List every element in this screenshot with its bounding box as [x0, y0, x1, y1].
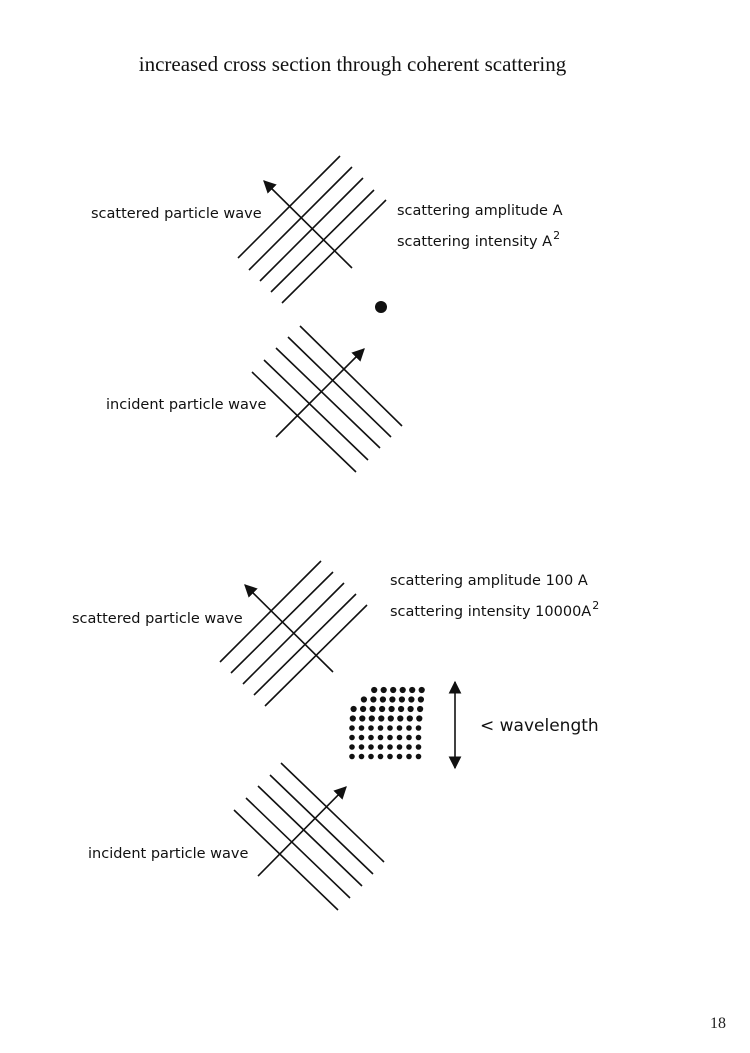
- lattice-scatterer: [399, 686, 406, 694]
- intensity-text-coherent: scattering intensity 10000A: [390, 604, 592, 620]
- lattice-scatterer: [415, 753, 422, 760]
- lattice-scatterer: [387, 725, 393, 731]
- intensity-label-single: scattering intensity A2: [397, 230, 560, 250]
- single-scatterer: [375, 301, 387, 313]
- lattice-scatterer: [377, 753, 384, 760]
- scattered-wavefronts-single: [237, 155, 387, 304]
- lattice-scatterer: [418, 686, 425, 694]
- scattered-wave-label-single: scattered particle wave: [91, 206, 262, 222]
- lattice-scatterer: [360, 705, 367, 713]
- amplitude-label-coherent: scattering amplitude 100 A: [390, 573, 588, 589]
- intensity-exponent-coherent: 2: [592, 599, 600, 612]
- scattered-direction-arrow-single: [263, 180, 353, 269]
- lattice-scatterer: [349, 725, 355, 731]
- incident-direction-arrow-coherent: [257, 786, 347, 877]
- lattice-scatterer: [387, 734, 393, 741]
- intensity-exponent-single: 2: [553, 229, 561, 242]
- lattice-scatterer: [371, 686, 378, 694]
- incident-wavefronts-single: [251, 325, 403, 473]
- lattice-scatterer: [360, 696, 367, 703]
- lattice-scatterer: [406, 734, 412, 741]
- lattice-scatterer: [415, 734, 422, 741]
- intensity-text-single: scattering intensity A: [397, 234, 553, 250]
- lattice-scatterer: [379, 705, 386, 713]
- lattice-scatterer: [369, 705, 376, 713]
- lattice-scatterer: [416, 715, 423, 722]
- lattice-scatterer: [406, 753, 412, 760]
- lattice-scatterer: [349, 715, 356, 722]
- page-number: 18: [710, 1015, 726, 1032]
- lattice-scatterer: [417, 696, 424, 703]
- lattice-scatterer: [368, 753, 374, 760]
- lattice-scatterer: [397, 715, 404, 722]
- intensity-label-coherent: scattering intensity 10000A2: [390, 600, 599, 620]
- lattice-scatterer: [417, 705, 424, 713]
- lattice-scatterer: [350, 705, 357, 713]
- incident-wave-label-single: incident particle wave: [106, 397, 267, 413]
- lattice-scatterer: [406, 744, 412, 750]
- lattice-scatterer: [389, 696, 396, 703]
- lattice-scatterer: [377, 725, 384, 731]
- lattice-scatterer: [379, 696, 386, 703]
- lattice-scatterer: [398, 705, 405, 713]
- lattice-scatterer: [349, 744, 355, 750]
- incident-wavefronts-coherent: [233, 762, 385, 911]
- lattice-scatterer: [358, 744, 365, 750]
- scatterer-lattice: [349, 686, 425, 760]
- lattice-scatterer: [349, 734, 355, 741]
- incident-wave-label-coherent: incident particle wave: [88, 846, 249, 862]
- lattice-scatterer: [387, 715, 394, 722]
- lattice-scatterer: [349, 753, 355, 760]
- lattice-scatterer: [390, 686, 397, 694]
- size-label: < wavelength: [480, 716, 599, 736]
- lattice-scatterer: [406, 715, 413, 722]
- lattice-scatterer: [396, 734, 403, 741]
- lattice-scatterer: [368, 725, 374, 731]
- lattice-scatterer: [407, 705, 414, 713]
- amplitude-label-single: scattering amplitude A: [397, 203, 563, 219]
- lattice-scatterer: [396, 744, 403, 750]
- lattice-scatterer: [368, 734, 374, 741]
- lattice-scatterer: [380, 686, 387, 694]
- lattice-scatterer: [388, 705, 395, 713]
- lattice-scatterer: [377, 744, 384, 750]
- lattice-scatterer: [387, 744, 393, 750]
- lattice-scatterer: [406, 725, 412, 731]
- lattice-scatterer: [378, 715, 385, 722]
- incident-direction-arrow-single: [275, 348, 365, 438]
- lattice-scatterer: [359, 715, 366, 722]
- lattice-scatterer: [358, 734, 365, 741]
- lattice-scatterer: [409, 686, 416, 694]
- lattice-scatterer: [415, 725, 422, 731]
- lattice-scatterer: [370, 696, 377, 703]
- scattered-direction-arrow-coherent: [244, 584, 334, 673]
- lattice-scatterer: [408, 696, 415, 703]
- scattered-wave-label-coherent: scattered particle wave: [72, 611, 243, 627]
- lattice-scatterer: [415, 744, 422, 750]
- lattice-scatterer: [358, 725, 365, 731]
- page-title: increased cross section through coherent…: [138, 52, 567, 76]
- lattice-scatterer: [377, 734, 384, 741]
- lattice-scatterer: [396, 753, 403, 760]
- lattice-scatterer: [396, 725, 403, 731]
- lattice-scatterer: [368, 715, 375, 722]
- lattice-scatterer: [368, 744, 374, 750]
- lattice-scatterer: [398, 696, 405, 703]
- lattice-scatterer: [387, 753, 393, 760]
- lattice-scatterer: [358, 753, 365, 760]
